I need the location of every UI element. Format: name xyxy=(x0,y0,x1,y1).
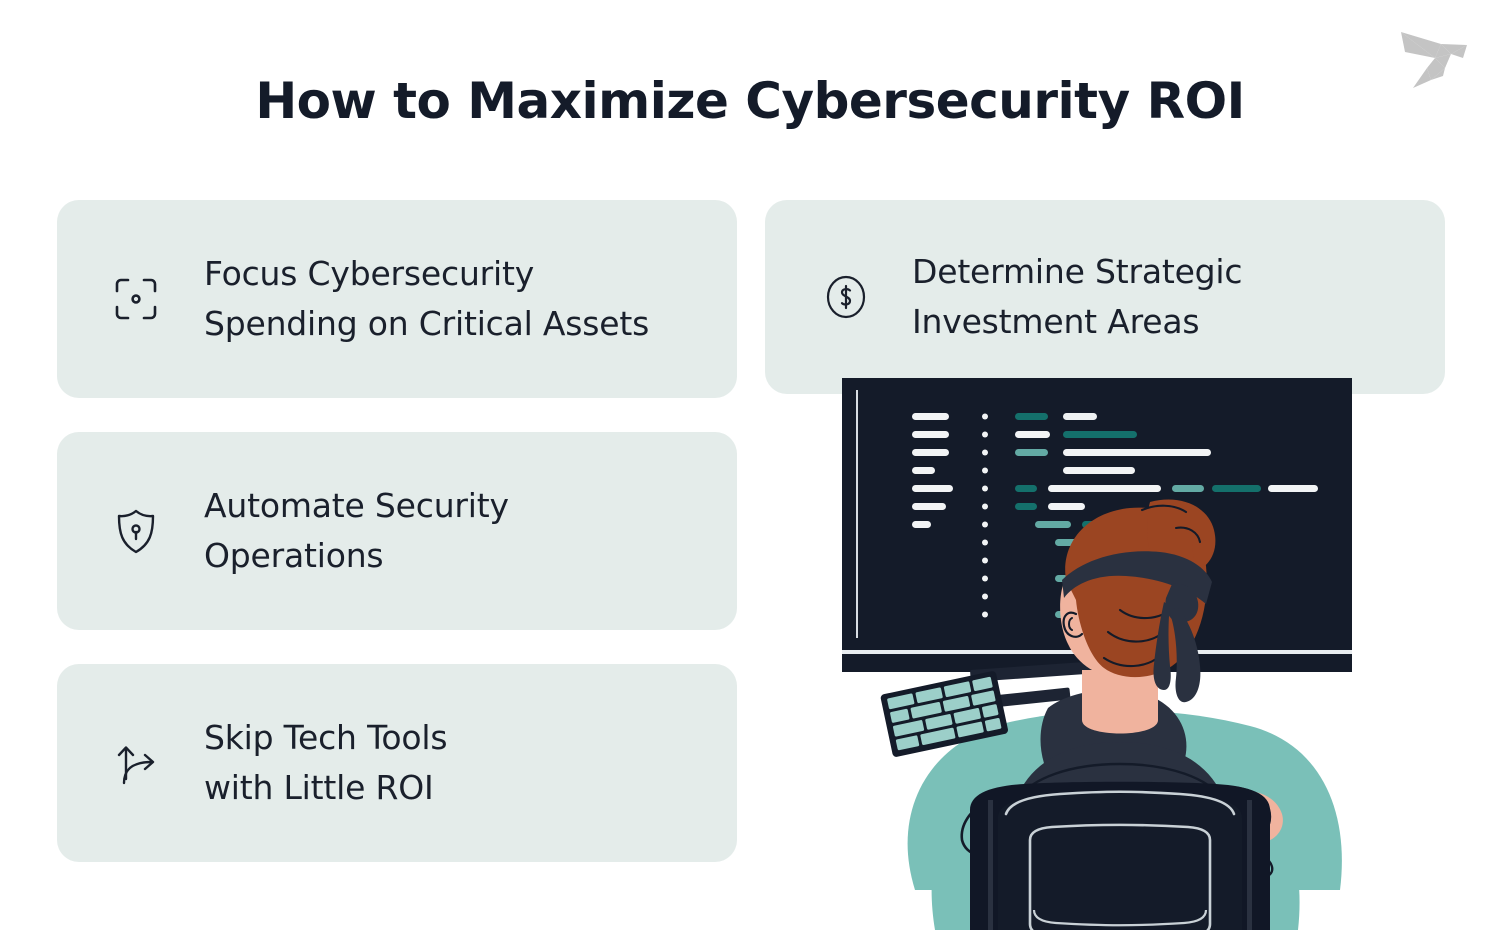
shield-lock-icon xyxy=(108,503,164,559)
card-line: Spending on Critical Assets xyxy=(204,304,650,343)
card-automate-security-text: Automate Security Operations xyxy=(204,481,509,581)
origami-bird-logo xyxy=(1381,18,1487,100)
card-line: Operations xyxy=(204,536,384,575)
card-skip-tech-tools[interactable]: Skip Tech Tools with Little ROI xyxy=(57,664,737,862)
page-title: How to Maximize Cybersecurity ROI xyxy=(255,72,1245,130)
card-line: Skip Tech Tools xyxy=(204,718,448,757)
developer-at-monitor-illustration xyxy=(820,370,1400,930)
card-line: Focus Cybersecurity xyxy=(204,254,535,293)
card-automate-security[interactable]: Automate Security Operations xyxy=(57,432,737,630)
card-line: Automate Security xyxy=(204,486,509,525)
card-line: Determine Strategic xyxy=(912,252,1243,291)
card-focus-spending[interactable]: Focus Cybersecurity Spending on Critical… xyxy=(57,200,737,398)
diverge-arrows-icon xyxy=(108,735,164,791)
scan-focus-icon xyxy=(108,271,164,327)
card-skip-tech-tools-text: Skip Tech Tools with Little ROI xyxy=(204,713,448,813)
dollar-circle-icon xyxy=(818,269,874,325)
card-focus-spending-text: Focus Cybersecurity Spending on Critical… xyxy=(204,249,649,349)
card-line: with Little ROI xyxy=(204,768,434,807)
card-line: Investment Areas xyxy=(912,302,1200,341)
card-strategic-investment[interactable]: Determine Strategic Investment Areas xyxy=(765,200,1445,394)
card-strategic-investment-text: Determine Strategic Investment Areas xyxy=(912,247,1243,347)
